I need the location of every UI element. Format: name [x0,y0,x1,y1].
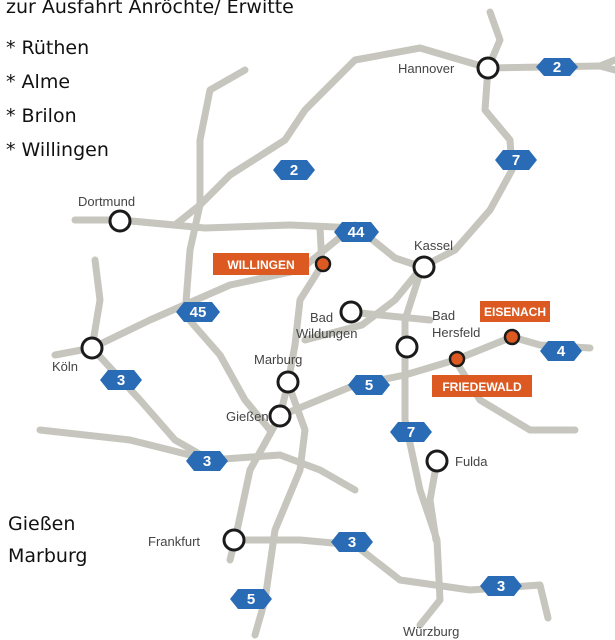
destination-markers [314,255,521,368]
svg-text:7: 7 [407,424,415,441]
svg-text:44: 44 [348,224,365,241]
destination-eisenach-label: EISENACH [484,305,546,319]
label-koeln: Köln [52,359,78,374]
svg-text:5: 5 [365,377,373,394]
town-brilon: * Brilon [6,105,77,127]
giessen-marker [268,404,292,428]
svg-text:7: 7 [512,152,520,169]
label-bad-hersfeld-2: Hersfeld [432,325,480,340]
bad-wildungen-marker [339,300,363,324]
friedewald-marker [448,350,466,368]
svg-text:2: 2 [290,162,298,179]
svg-text:3: 3 [348,534,356,551]
frankfurt-marker [222,528,246,552]
svg-text:5: 5 [247,591,255,608]
highway-a3-west-badge: 3 [100,370,142,390]
list-marburg: Marburg [8,545,88,567]
label-dortmund: Dortmund [78,194,135,209]
label-wuerzburg: Würzburg [403,624,459,639]
highway-a5-south-badge: 5 [230,589,272,609]
city-markers [80,56,500,552]
highway-a3-south-badge: 3 [331,532,373,552]
label-fulda: Fulda [455,454,488,469]
list-giessen: Gießen [8,513,76,535]
highway-a3-east-badge: 3 [480,576,522,596]
highway-a5-mid-badge: 5 [348,375,390,395]
highway-a2-mid-badge: 2 [273,160,315,180]
highway-a45-badge: 45 [176,302,220,322]
highway-a4-badge: 4 [540,341,582,361]
label-bad-hersfeld-1: Bad [432,308,455,323]
town-alme: * Alme [6,71,71,93]
town-ruethen: * Rüthen [6,37,90,59]
highway-a3-mid-badge: 3 [186,451,228,471]
destination-willingen-label: WILLINGEN [227,258,294,272]
fulda-marker [425,449,449,473]
label-bad-wildungen-2: Wildungen [296,326,357,341]
intro-text: zur Ausfahrt Anröchte/ Erwitte [6,0,294,18]
destination-friedewald: FRIEDEWALD [432,375,532,397]
destination-friedewald-label: FRIEDEWALD [442,380,522,394]
label-giessen: Gießen [226,409,269,424]
hannover-marker [476,56,500,80]
koeln-marker [80,336,104,360]
kassel-marker [412,255,436,279]
highway-a7-south-badge: 7 [390,422,432,442]
town-willingen: * Willingen [6,139,109,161]
svg-text:3: 3 [117,372,125,389]
marburg-marker [276,370,300,394]
label-bad-wildungen-1: Bad [310,310,333,325]
svg-text:2: 2 [553,59,561,76]
eisenach-marker [503,328,521,346]
svg-text:45: 45 [190,304,207,321]
bad-hersfeld-marker [395,335,419,359]
label-marburg: Marburg [254,352,302,367]
dortmund-marker [108,209,132,233]
highway-a2-east-badge: 2 [536,58,578,76]
highway-a7-north-badge: 7 [495,150,537,170]
highway-badges: 2 2 7 44 45 3 5 4 [100,58,582,609]
highway-a44-badge: 44 [334,222,379,242]
willingen-marker [314,255,332,273]
svg-text:3: 3 [497,578,505,595]
svg-text:4: 4 [557,343,566,360]
destination-eisenach: EISENACH [480,301,550,322]
label-kassel: Kassel [414,238,453,253]
svg-text:3: 3 [203,453,211,470]
label-hannover: Hannover [398,61,455,76]
label-frankfurt: Frankfurt [148,534,200,549]
destination-willingen: WILLINGEN [213,253,309,275]
